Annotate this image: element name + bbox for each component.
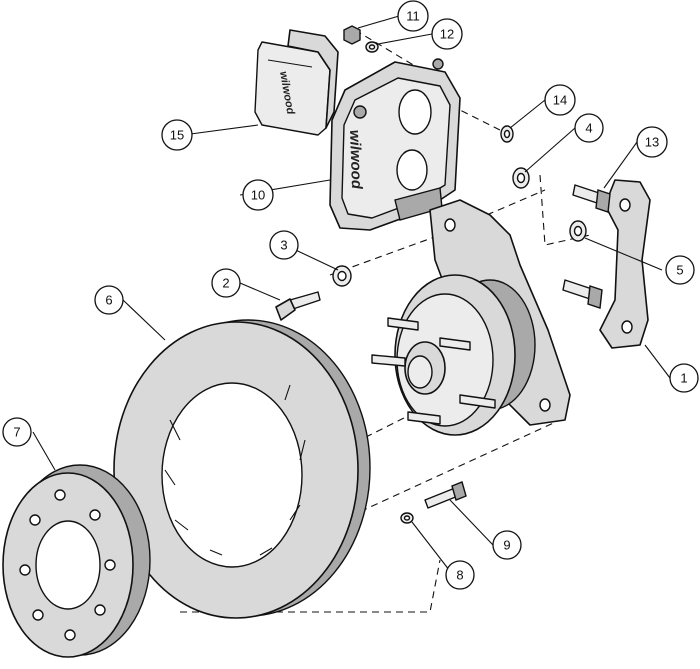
callout-2-number: 2 — [222, 276, 229, 291]
hat-bolt-and-washer — [400, 481, 467, 524]
wheel-hub — [371, 274, 536, 436]
callout-3-number: 3 — [280, 238, 287, 253]
callout-13-number: 13 — [645, 135, 659, 150]
callout-8: 8 — [445, 560, 475, 590]
caliper-logo: wilwood — [346, 130, 365, 191]
callout-12: 12 — [431, 18, 463, 50]
callout-2: 2 — [211, 268, 241, 298]
rotor-hat — [2, 464, 151, 658]
mounting-bolt — [275, 291, 321, 321]
callout-5: 5 — [665, 255, 695, 285]
callout-14: 14 — [544, 84, 576, 116]
callout-5-number: 5 — [676, 263, 683, 278]
caliper: wilwood — [329, 58, 461, 231]
small-hardware — [332, 25, 587, 287]
callout-15: 15 — [161, 119, 193, 151]
callout-12-number: 12 — [440, 27, 454, 42]
callout-14-number: 14 — [553, 93, 567, 108]
callout-1-number: 1 — [680, 371, 687, 386]
brake-pad: wilwood — [254, 29, 339, 136]
callout-3: 3 — [269, 230, 299, 260]
callout-8-number: 8 — [456, 568, 463, 583]
callout-11-number: 11 — [406, 9, 420, 24]
callout-9-number: 9 — [503, 538, 510, 553]
callout-9: 9 — [492, 530, 522, 560]
callout-4: 4 — [574, 113, 604, 143]
callout-4-number: 4 — [585, 121, 592, 136]
callout-6: 6 — [94, 285, 124, 315]
callout-13: 13 — [636, 126, 668, 158]
callout-7: 7 — [2, 417, 32, 447]
callout-15-number: 15 — [170, 128, 184, 143]
callout-7-number: 7 — [13, 425, 20, 440]
callout-1: 1 — [669, 363, 699, 393]
callout-11: 11 — [397, 0, 429, 32]
leader-lines — [32, 15, 671, 576]
callout-10-number: 10 — [251, 188, 265, 203]
brake-rotor — [113, 319, 371, 619]
callout-6-number: 6 — [105, 293, 112, 308]
callout-10: 10 — [242, 179, 274, 211]
caliper-bracket — [562, 179, 651, 349]
